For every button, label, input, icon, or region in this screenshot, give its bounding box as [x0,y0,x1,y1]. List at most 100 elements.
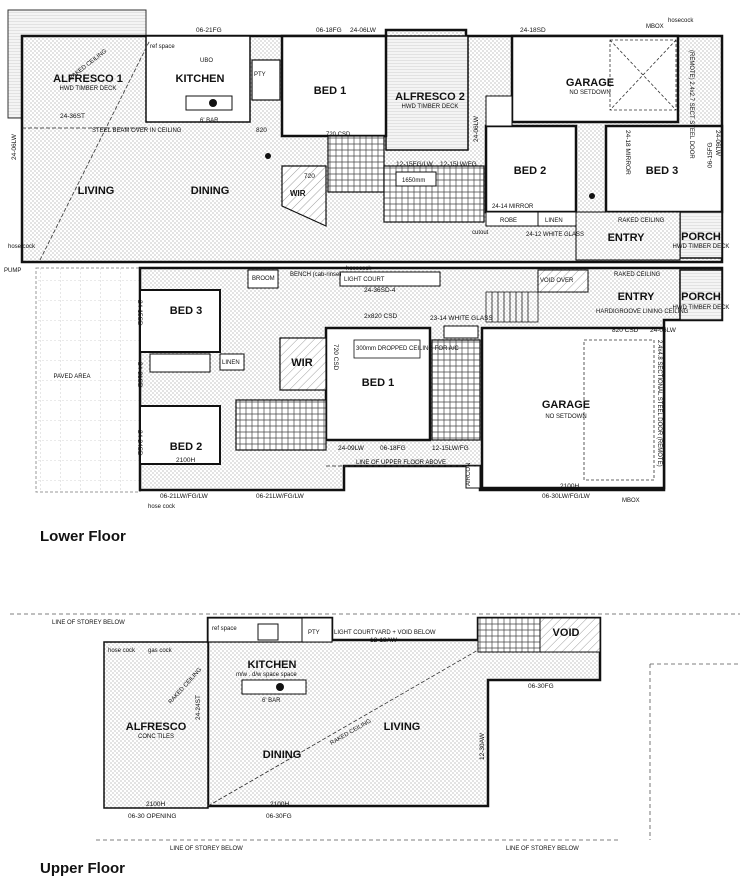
note-cutout: cutout [472,230,489,236]
note-storey-bot-right: LINE OF STOREY BELOW [506,846,579,852]
dim-low-13: 06-30LW/FG/LW [542,493,591,500]
dim-low-16: 24-21SD [136,362,143,388]
note-steel-beam: STEEL BEAM OVER IN CEILING [92,128,182,134]
room-paved: PAVED AREA [53,374,90,380]
note-hardigroove: HARDIGROOVE LINING CEILING [596,309,689,315]
dim-low-14: 24-15SD [136,300,143,326]
room-bed2-lower: BED 2 [170,441,202,453]
room-porch-lower-sub: HWD TIMBER DECK [673,305,730,311]
dim-top-9: 820 [256,127,267,134]
dim-low-12: 2100H [560,483,579,490]
dim-top-2: 06-18FG [316,27,342,34]
dim-top-4: 24-18SD [520,27,546,34]
room-light-court: LIGHT COURT [344,277,385,283]
dim-low-10: 06-21LW/FG/LW [160,493,209,500]
garage-top [510,34,680,124]
note-mbox-lower: MBOX [622,498,640,504]
note-raked-ceiling-lower: RAKED CEILING [614,272,661,278]
note-aircon: AIRCON [466,463,472,486]
dim-top-11: 24-18 MIRROR [624,130,631,175]
paved-area [35,267,141,493]
dim-low-5: 24-06LW [650,327,677,334]
dim-up-7: 24-24ST [195,695,202,720]
dim-up-3: 2100H [146,801,165,808]
note-mirror: 24-14 MIRROR [492,204,534,210]
room-bed1-lower: BED 1 [362,377,394,389]
note-ubo: UBO [200,58,213,64]
note-hose-cock-lower: hose cock [148,504,176,510]
note-pump: PUMP [4,268,21,274]
note-ref-space: ref space [150,44,175,50]
room-void-over: VOID OVER [540,278,574,284]
note-720-csd: 720 CSD [326,132,351,138]
room-alfresco-upper: ALFRESCO [126,721,187,733]
dim-low-15: 24-24SD [136,430,143,456]
dim-low-4: 820 CSD [612,327,639,334]
room-garage: GARAGE [566,77,614,89]
note-storey-top: LINE OF STOREY BELOW [52,620,125,626]
room-porch-sub: HWD TIMBER DECK [673,244,730,250]
dim-low-3: 23-14 WHITE GLASS [430,315,494,322]
note-hosecock: hosecock [668,18,694,24]
dim-up-5: 06-30 OPENING [128,813,176,820]
dim-top-8: 12-15LW/FG [440,161,477,168]
note-ref-space-upper: ref space [212,626,237,632]
dim-low-7: 06-18FG [380,445,406,452]
dim-low-1: 24-36SD-4 [364,287,396,294]
room-living-upper: LIVING [384,721,421,733]
dim-low-8: 12-15LW/FG [432,445,469,452]
note-light-courtyard: LIGHT COURTYARD + VOID BELOW [334,630,436,636]
room-bed3-lower: BED 3 [170,305,202,317]
room-living: LIVING [78,185,115,197]
dim-low-17: 720 CSD [332,344,339,371]
note-raked-ceiling-garage: RAKED CEILING [618,218,665,224]
alfresco2-deck [385,35,469,151]
upper-alfresco [103,641,209,809]
room-dining-upper: DINING [263,749,302,761]
dim-up-1: 12-18AW [370,637,398,644]
dim-top-3: 24-06LW [350,27,377,34]
room-porch: PORCH [681,231,721,243]
dim-up-4: 2100H [270,801,289,808]
note-bench: BENCH (cab-rinse) [290,272,341,278]
note-mw: m/w . d/w space space [236,672,297,678]
lower-plan: BED 3 BED 2 BED 1 WIR GARAGE NO SETDOWN … [35,266,730,510]
room-alfresco-upper-sub: CONC TILES [138,734,174,740]
note-storey-bot-left: LINE OF STOREY BELOW [170,846,243,852]
room-pty-upper: PTY [308,630,320,636]
room-kitchen: KITCHEN [176,73,225,85]
dim-up-2: 06-30FG [528,683,554,690]
caption-upper-floor: Upper Floor [40,860,125,877]
note-1650: 1650mm [402,178,425,184]
upper-plan: KITCHEN ALFRESCO CONC TILES LIVING DININ… [10,613,740,852]
room-alfresco2: ALFRESCO 2 [395,91,465,103]
note-hosecock-lower: hosecock [346,266,372,272]
dim-top-1: 06-21FG [196,27,222,34]
room-linen-lower: LINEN [222,360,240,366]
dim-low-2: 2x820 CSD [364,313,398,320]
room-robe: ROBE [500,218,517,224]
room-kitchen-upper: KITCHEN [248,659,297,671]
dim-top-12: 24-06LW [714,130,721,157]
note-white-glass: 24-12 WHITE GLASS [526,232,584,238]
room-bed1: BED 1 [314,85,346,97]
room-porch-lower: PORCH [681,291,721,303]
note-upper-line: LINE OF UPPER FLOOR ABOVE [356,460,446,466]
dim-low-9: 2100H [176,457,195,464]
dim-top-10: 720 [304,173,315,180]
top-plan: ALFRESCO 1 HWD TIMBER DECK KITCHEN BED 1… [4,9,730,274]
dim-up-6: 06-30FG [266,813,292,820]
note-hose-cock: hose cock [8,244,36,250]
dim-top-5: 24-36ST [60,113,85,120]
room-void-upper: VOID [553,627,580,639]
room-alfresco2-sub: HWD TIMBER DECK [402,104,459,110]
dim-top-13: 24-06LW [473,115,480,142]
caption-lower-floor: Lower Floor [40,528,126,545]
note-sect-door: 2.4x4.8 SECTIONAL STEEL DOOR (REMOTE) [656,340,662,467]
room-garage-sub: NO SETDOWN [569,90,610,96]
dim-up-8: 12-30AW [479,732,486,760]
note-bar-upper: 6' BAR [262,698,281,704]
dim-low-11: 06-21LW/FG/LW [256,493,305,500]
dim-top-6: 24-06LW [11,133,18,160]
note-hose-cock-upper: hose cock [108,648,136,654]
